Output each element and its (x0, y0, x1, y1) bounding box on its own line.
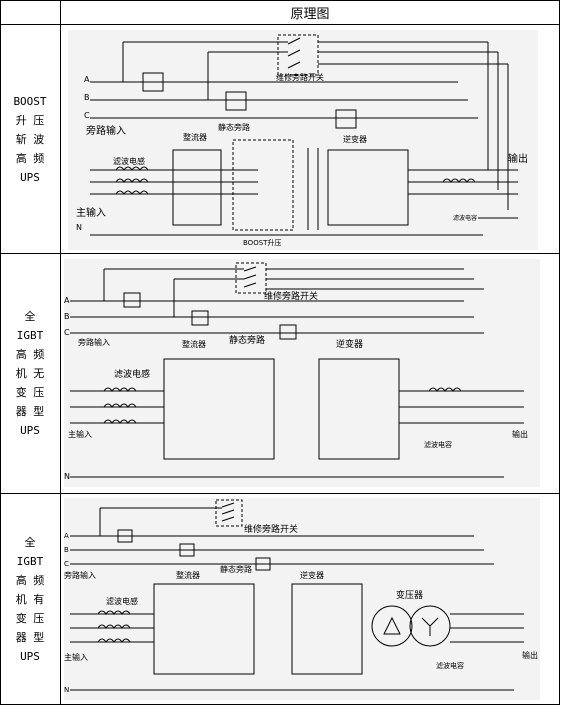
output-label: 输出 (522, 650, 538, 660)
phase-b-label: B (84, 93, 90, 102)
neutral-label: N (64, 472, 70, 481)
bypass-switch-box (277, 34, 319, 76)
static-bypass-label: 静态旁路 (220, 564, 252, 574)
boost-label: BOOST升压 (243, 238, 281, 247)
output-label: 输出 (508, 152, 528, 165)
phase-a-label: A (64, 296, 70, 305)
label-line: 变 压 (15, 386, 45, 399)
label-line: UPS (20, 650, 40, 663)
static-bypass-label: 静态旁路 (229, 334, 265, 346)
label-line: UPS (20, 424, 40, 437)
bypass-input-label: 旁路输入 (86, 124, 126, 137)
phase-a-label: A (84, 75, 90, 84)
static-bypass-label: 静态旁路 (218, 122, 250, 132)
label-line: 升 压 (15, 113, 45, 127)
bypass-switch-label: 维修旁路开关 (264, 290, 318, 302)
phase-a-label: A (64, 532, 69, 540)
bypass-switch-label: 维修旁路开关 (244, 523, 298, 535)
label-line: 器 型 (15, 631, 45, 644)
label-line: 机 有 (15, 593, 45, 606)
row-label-boost: BOOST 升 压 斩 波 高 频 UPS (0, 25, 60, 253)
transformer-primary (371, 605, 413, 647)
phase-c-label: C (84, 111, 90, 120)
label-line: IGBT (16, 329, 44, 342)
filter-inductor-label: 滤波电感 (106, 596, 138, 606)
rectifier-block (163, 358, 275, 460)
inverter-block (291, 583, 363, 675)
inverter-label: 逆变器 (336, 338, 363, 350)
neutral-label: N (76, 223, 82, 232)
filter-cap-label: 滤波电容 (424, 440, 452, 449)
label-line: 高 频 (15, 574, 45, 587)
label-line: 全 (24, 536, 36, 549)
bypass-input-label: 旁路输入 (64, 570, 96, 580)
main-input-label: 主输入 (76, 206, 106, 219)
row-label-with-transformer: 全 IGBT 高 频 机 有 变 压 器 型 UPS (0, 494, 60, 705)
boost-block (232, 139, 294, 231)
main-input-label: 主输入 (68, 429, 92, 439)
row-label-no-transformer: 全 IGBT 高 频 机 无 变 压 器 型 UPS (0, 254, 60, 493)
phase-b-label: B (64, 546, 69, 554)
neutral-label: N (64, 686, 69, 694)
phase-c-label: C (64, 328, 70, 337)
phase-c-label: C (64, 560, 69, 568)
transformer-secondary (409, 605, 451, 647)
filter-inductor-label: 滤波电感 (114, 368, 150, 380)
bypass-switch-label: 维修旁路开关 (276, 72, 324, 82)
bypass-input-label: 旁路输入 (78, 337, 110, 347)
label-line: UPS (20, 170, 40, 184)
inverter-label: 逆变器 (343, 134, 367, 144)
rectifier-label: 整流器 (183, 132, 207, 142)
label-line: 全 (24, 310, 36, 323)
header-title: 原理图 (290, 6, 330, 22)
label-line: IGBT (16, 555, 44, 568)
igbt-with-transformer-schematic: 维修旁路开关 A B C 旁路输入 整流器 静态旁路 逆变器 变压器 滤波电感 … (64, 498, 540, 700)
label-line: 机 无 (15, 367, 45, 380)
inverter-label: 逆变器 (300, 570, 324, 580)
label-line: BOOST (13, 94, 47, 108)
label-line: 斩 波 (15, 132, 45, 146)
label-line: 高 频 (15, 348, 45, 361)
filter-inductor-label: 滤波电感 (113, 156, 145, 166)
transformer-label: 变压器 (396, 589, 423, 601)
inverter-block (327, 149, 409, 226)
main-input-label: 主输入 (64, 652, 88, 662)
boost-ups-schematic: 维修旁路开关 A B C 旁路输入 整流器 静态旁路 逆变器 滤波电感 主输入 … (68, 30, 538, 250)
rectifier-label: 整流器 (182, 339, 206, 349)
label-line: 高 频 (15, 151, 45, 165)
filter-cap-label: 滤波电容 (436, 661, 464, 670)
rectifier-block (172, 149, 222, 226)
inverter-block (318, 358, 400, 460)
label-line: 器 型 (15, 405, 45, 418)
phase-b-label: B (64, 312, 70, 321)
output-label: 输出 (512, 429, 528, 439)
label-line: 变 压 (15, 612, 45, 625)
filter-cap-label: 滤波电容 (453, 214, 477, 222)
igbt-no-transformer-schematic: 维修旁路开关 A B C 旁路输入 整流器 静态旁路 逆变器 滤波电感 主输入 … (64, 259, 540, 487)
rectifier-label: 整流器 (176, 570, 200, 580)
rectifier-block (153, 583, 255, 675)
